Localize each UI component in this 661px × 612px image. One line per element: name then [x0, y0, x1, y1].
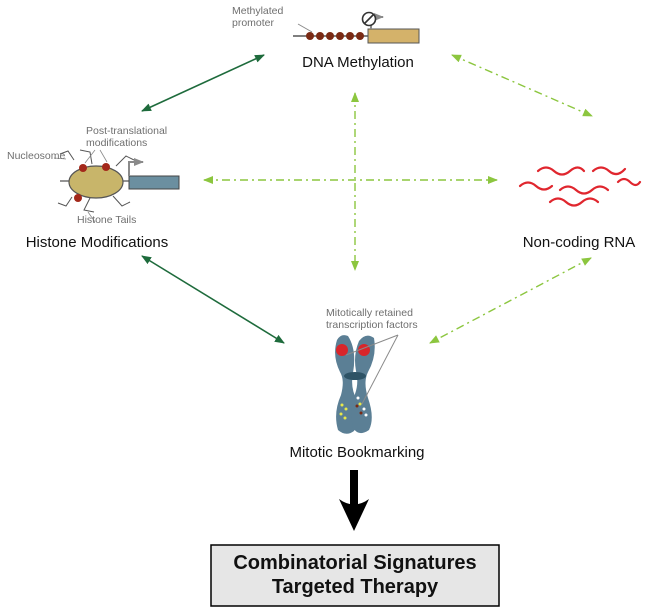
methylated-promoter-label-2: promoter [232, 17, 275, 29]
dna-methylation-label: DNA Methylation [302, 54, 414, 71]
mtf-label: Mitotically retained [326, 307, 413, 319]
histone-modifications-label: Histone Modifications [26, 234, 169, 251]
result-box-line1: Combinatorial Signatures [233, 552, 476, 574]
blocked-transcription-icon [361, 11, 377, 27]
chromosome-illustration [335, 334, 399, 434]
down-arrow-icon [339, 470, 369, 531]
rna-strands-icon [518, 166, 642, 207]
nucleosome-label: Nucleosome [7, 150, 66, 162]
chromatid-right [351, 335, 375, 434]
arrow-dna-histone [141, 54, 265, 112]
nucleosome-icon [68, 165, 124, 199]
arrow-rna-mitotic [429, 257, 592, 344]
methylated-gene-box [367, 28, 420, 44]
result-box [210, 544, 500, 607]
result-box-line2: Targeted Therapy [272, 576, 439, 598]
centromere-spot-left [336, 344, 348, 356]
mtf-label-2: transcription factors [326, 319, 418, 331]
histone-tails-label: Histone Tails [77, 214, 136, 226]
noncoding-rna-label: Non-coding RNA [523, 234, 636, 251]
dna-methylation-illustration [293, 11, 420, 44]
methylated-promoter-label: Methylated [232, 5, 284, 17]
arrow-dna-rna [451, 54, 593, 117]
nucleosome-illustration [53, 149, 180, 223]
arrow-histone-mitotic [141, 255, 285, 344]
mitotic-bookmarking-label: Mitotic Bookmarking [289, 444, 424, 461]
centromere-icon [344, 372, 366, 380]
histone-gene-box [128, 175, 180, 190]
ptm-label-2: modifications [86, 137, 147, 149]
ptm-label: Post-translational [86, 125, 167, 137]
